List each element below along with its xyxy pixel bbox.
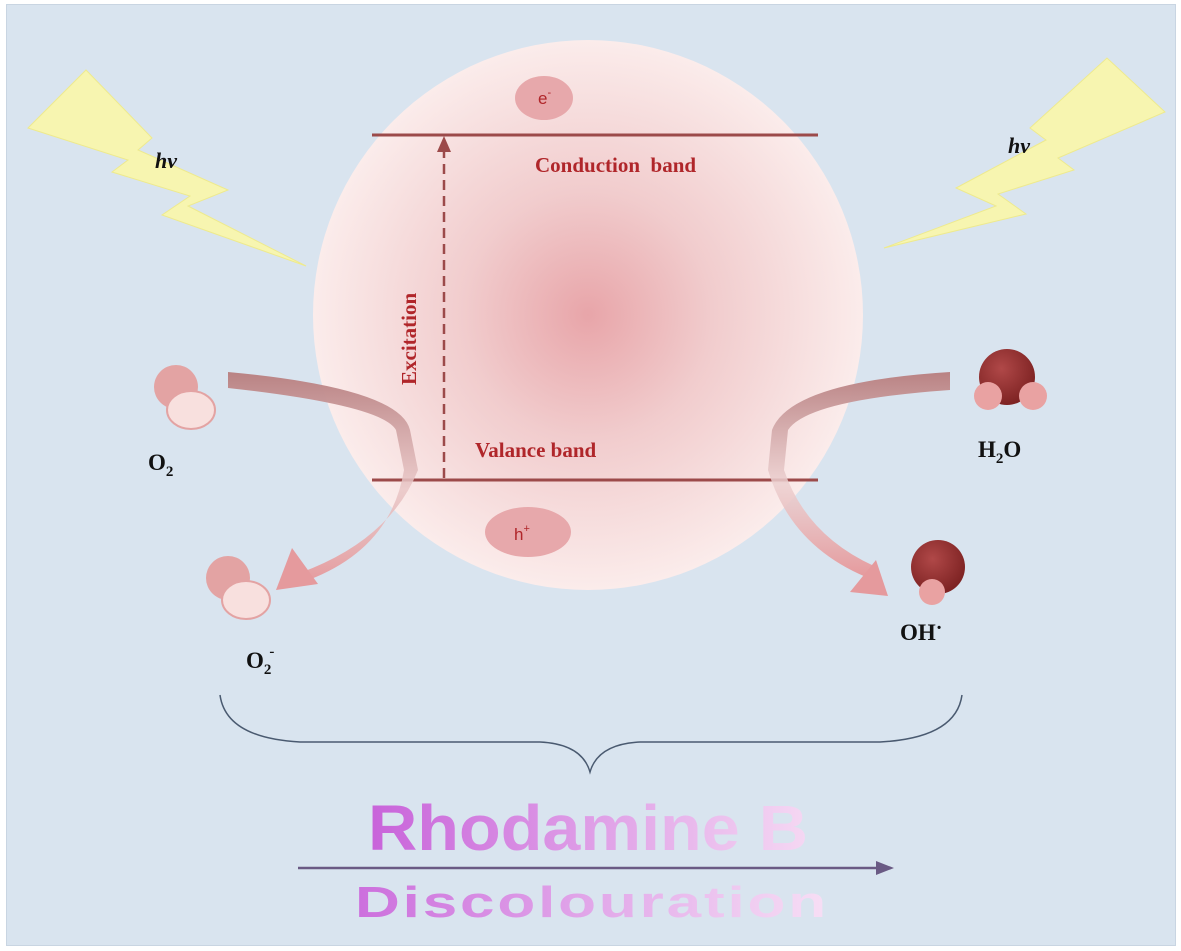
- superoxide-label: O2-: [246, 644, 274, 678]
- water-hydrogen-left: [974, 382, 1002, 410]
- hole-bubble: [485, 507, 571, 557]
- conduction-band-label: Conduction band: [535, 153, 696, 177]
- semiconductor-particle: [313, 40, 863, 590]
- oxygen-reduction-arrowhead: [276, 548, 318, 590]
- discolouration-label: Discolouration: [355, 878, 829, 927]
- rhodamine-b-title: Rhodamine B: [368, 792, 808, 864]
- water-oxidation-arrowhead: [850, 560, 888, 596]
- excitation-arrowhead: [437, 136, 451, 152]
- water-label: H2O: [978, 437, 1021, 467]
- o2-molecule-atom: [166, 390, 216, 430]
- electron-bubble: [515, 76, 573, 120]
- o2-label: O2: [148, 450, 173, 480]
- lightning-left-icon: [27, 69, 307, 267]
- hydroxyl-hydrogen: [919, 579, 945, 605]
- superoxide-molecule-atom: [221, 580, 271, 620]
- hole-label: h+: [514, 523, 530, 544]
- combining-brace: [219, 694, 963, 775]
- water-oxidation-arc: [768, 372, 950, 577]
- lightning-right-icon: [883, 57, 1166, 249]
- light-label-right: hv: [1008, 133, 1030, 158]
- valence-band-label: Valance band: [475, 438, 597, 462]
- electron-label: e-: [538, 87, 551, 108]
- water-hydrogen-right: [1019, 382, 1047, 410]
- excitation-label: Excitation: [397, 293, 421, 385]
- process-arrowhead: [876, 861, 894, 875]
- hydroxyl-molecule-icon: [911, 540, 965, 594]
- hydroxyl-label: OH·: [900, 617, 942, 645]
- light-label-left: hv: [155, 148, 177, 173]
